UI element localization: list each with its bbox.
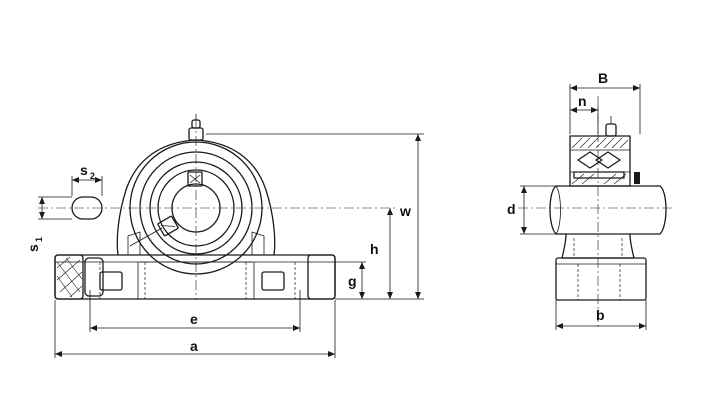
shaft bbox=[549, 185, 667, 235]
side-view: B n d b bbox=[507, 70, 674, 330]
dim-s2: s 2 bbox=[80, 162, 95, 181]
dim-B: B bbox=[598, 70, 608, 86]
dim-h: h bbox=[370, 241, 379, 257]
dim-n: n bbox=[578, 93, 587, 109]
dim-e: e bbox=[190, 311, 198, 327]
bearing-insert bbox=[569, 135, 640, 187]
svg-text:2: 2 bbox=[90, 171, 95, 181]
dim-w: w bbox=[399, 203, 411, 219]
base-section-left bbox=[54, 254, 104, 300]
dim-b: b bbox=[596, 307, 605, 323]
svg-text:s: s bbox=[80, 162, 88, 178]
svg-text:1: 1 bbox=[34, 237, 44, 242]
dim-d: d bbox=[507, 201, 516, 217]
grease-nipple bbox=[188, 114, 204, 141]
dim-g: g bbox=[348, 273, 357, 289]
dim-a: a bbox=[190, 338, 198, 354]
svg-text:s: s bbox=[25, 244, 41, 252]
front-view: s 2 s 1 e a g h w bbox=[25, 114, 424, 358]
bore bbox=[171, 183, 221, 233]
mounting-slot bbox=[71, 196, 103, 220]
dim-s1: s 1 bbox=[25, 237, 44, 252]
side-base bbox=[555, 257, 647, 301]
